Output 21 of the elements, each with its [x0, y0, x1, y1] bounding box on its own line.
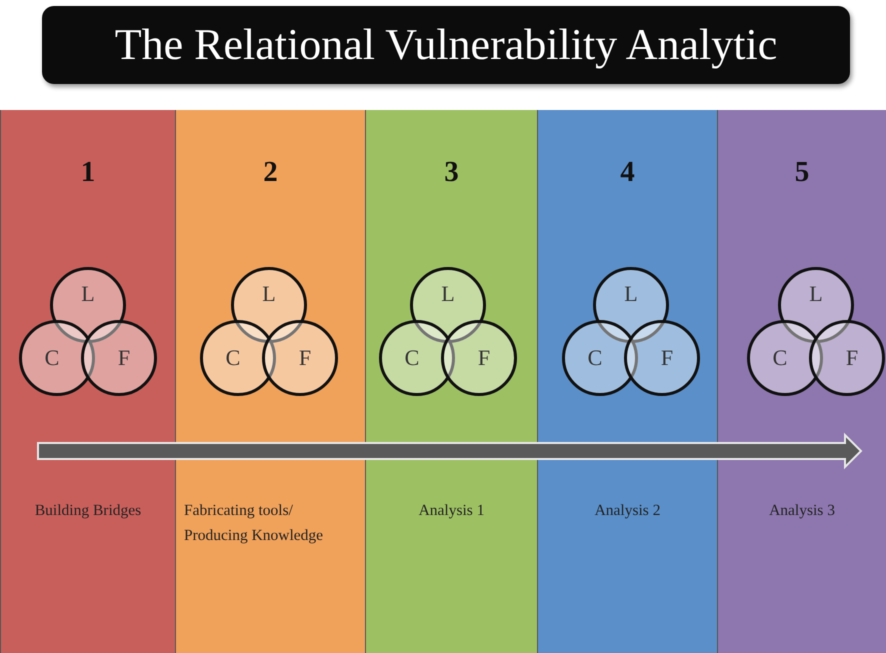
- stage-label: Fabricating tools/ Producing Knowledge: [184, 501, 324, 546]
- stage-column: [365, 110, 537, 653]
- venn-circle: F: [441, 320, 517, 396]
- stage-number: 2: [262, 156, 279, 189]
- stage-label: Analysis 3: [768, 501, 836, 521]
- stage-label: Building Bridges: [34, 501, 142, 521]
- stage-column: [537, 110, 717, 653]
- stage-column: [717, 110, 886, 653]
- stage-label: Analysis 2: [594, 501, 662, 521]
- stage-column: [0, 110, 175, 653]
- venn-circle: F: [809, 320, 885, 396]
- stage-number: 3: [443, 156, 460, 189]
- stage-column: [175, 110, 365, 653]
- title-banner: The Relational Vulnerability Analytic: [42, 6, 850, 84]
- venn-circle: F: [262, 320, 338, 396]
- venn-circle: F: [81, 320, 157, 396]
- stage-number: 4: [619, 156, 636, 189]
- stage-number: 5: [794, 156, 810, 189]
- stage-number: 1: [80, 156, 96, 189]
- stage-label: Analysis 1: [418, 501, 486, 521]
- venn-circle: F: [624, 320, 700, 396]
